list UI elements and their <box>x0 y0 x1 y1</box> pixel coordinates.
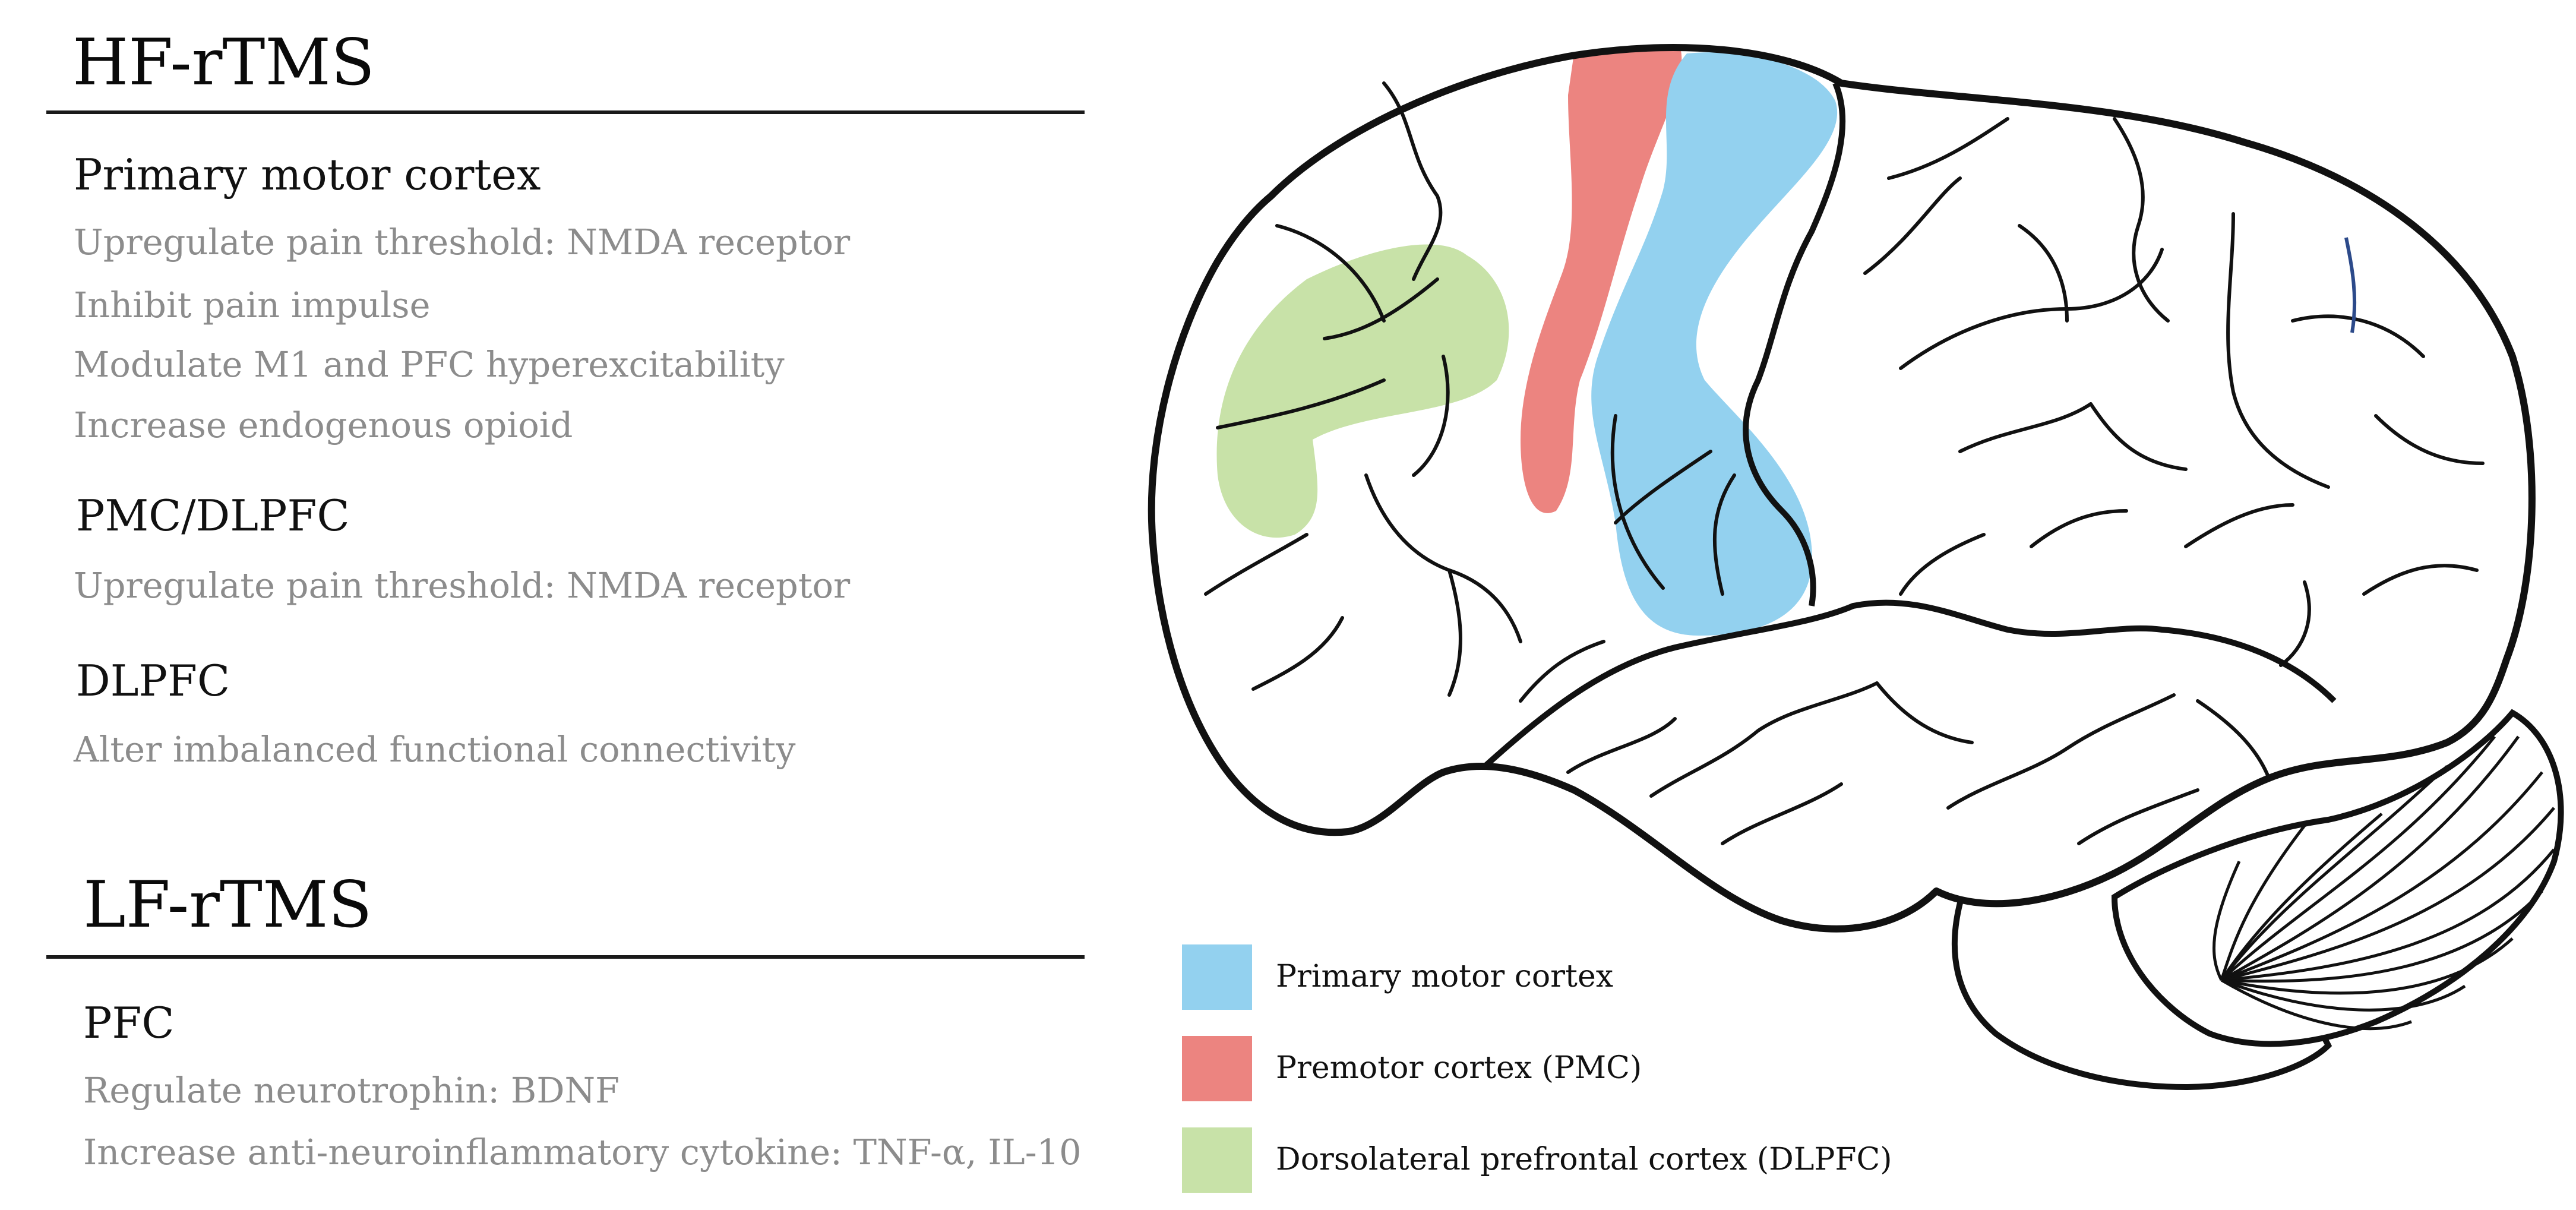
mechanisms-panel: HF-rTMS Primary motor cortex Upregulate … <box>0 0 1105 1210</box>
lf-pfc-line: Increase anti-neuroinflammatory cytokine… <box>83 1132 1082 1173</box>
central-sulcus <box>1743 82 1846 606</box>
legend-label: Premotor cortex (PMC) <box>1276 1050 1642 1086</box>
dlpfc-region <box>1216 244 1509 538</box>
lf-rtms-title: LF-rTMS <box>83 868 372 942</box>
hf-rtms-title: HF-rTMS <box>72 26 375 100</box>
sylvian-fissure <box>1483 599 2337 769</box>
legend-label: Dorsolateral prefrontal cortex (DLPFC) <box>1276 1142 1892 1177</box>
hf-divider <box>46 110 1085 114</box>
hf-group-heading-m1: Primary motor cortex <box>74 150 541 200</box>
hf-m1-line: Modulate M1 and PFC hyperexcitability <box>74 344 785 385</box>
legend-swatch <box>1182 944 1252 1010</box>
brain-illustration <box>1129 24 2576 1210</box>
legend-item-dlpfc: Dorsolateral prefrontal cortex (DLPFC) <box>1182 1127 1892 1193</box>
legend-swatch <box>1182 1127 1252 1193</box>
premotor-region <box>1521 50 1682 513</box>
hf-m1-line: Upregulate pain threshold: NMDA receptor <box>74 222 851 263</box>
highlighted-sulcus <box>2344 237 2357 333</box>
lf-group-heading-pfc: PFC <box>83 998 175 1048</box>
gyri-lines <box>1204 81 2485 845</box>
cerebellum-folia <box>2212 735 2555 1031</box>
hf-dlpfc-line: Alter imbalanced functional connectivity <box>74 729 796 770</box>
legend-item-premotor: Premotor cortex (PMC) <box>1182 1036 1835 1101</box>
hf-pmc-dlpfc-line: Upregulate pain threshold: NMDA receptor <box>74 565 851 606</box>
hf-m1-line: Increase endogenous opioid <box>74 405 573 446</box>
hf-m1-line: Inhibit pain impulse <box>74 285 431 326</box>
cerebrum-outline <box>1148 44 2536 933</box>
cerebellum <box>2111 709 2564 1047</box>
legend-label: Primary motor cortex <box>1276 959 1614 994</box>
legend-item-motor: Primary motor cortex <box>1182 944 1835 1010</box>
hf-group-heading-dlpfc: DLPFC <box>76 656 230 706</box>
lf-pfc-line: Regulate neurotrophin: BDNF <box>83 1070 620 1111</box>
lf-divider <box>46 955 1085 959</box>
hf-group-heading-pmc-dlpfc: PMC/DLPFC <box>76 491 350 541</box>
legend-swatch <box>1182 1036 1252 1101</box>
